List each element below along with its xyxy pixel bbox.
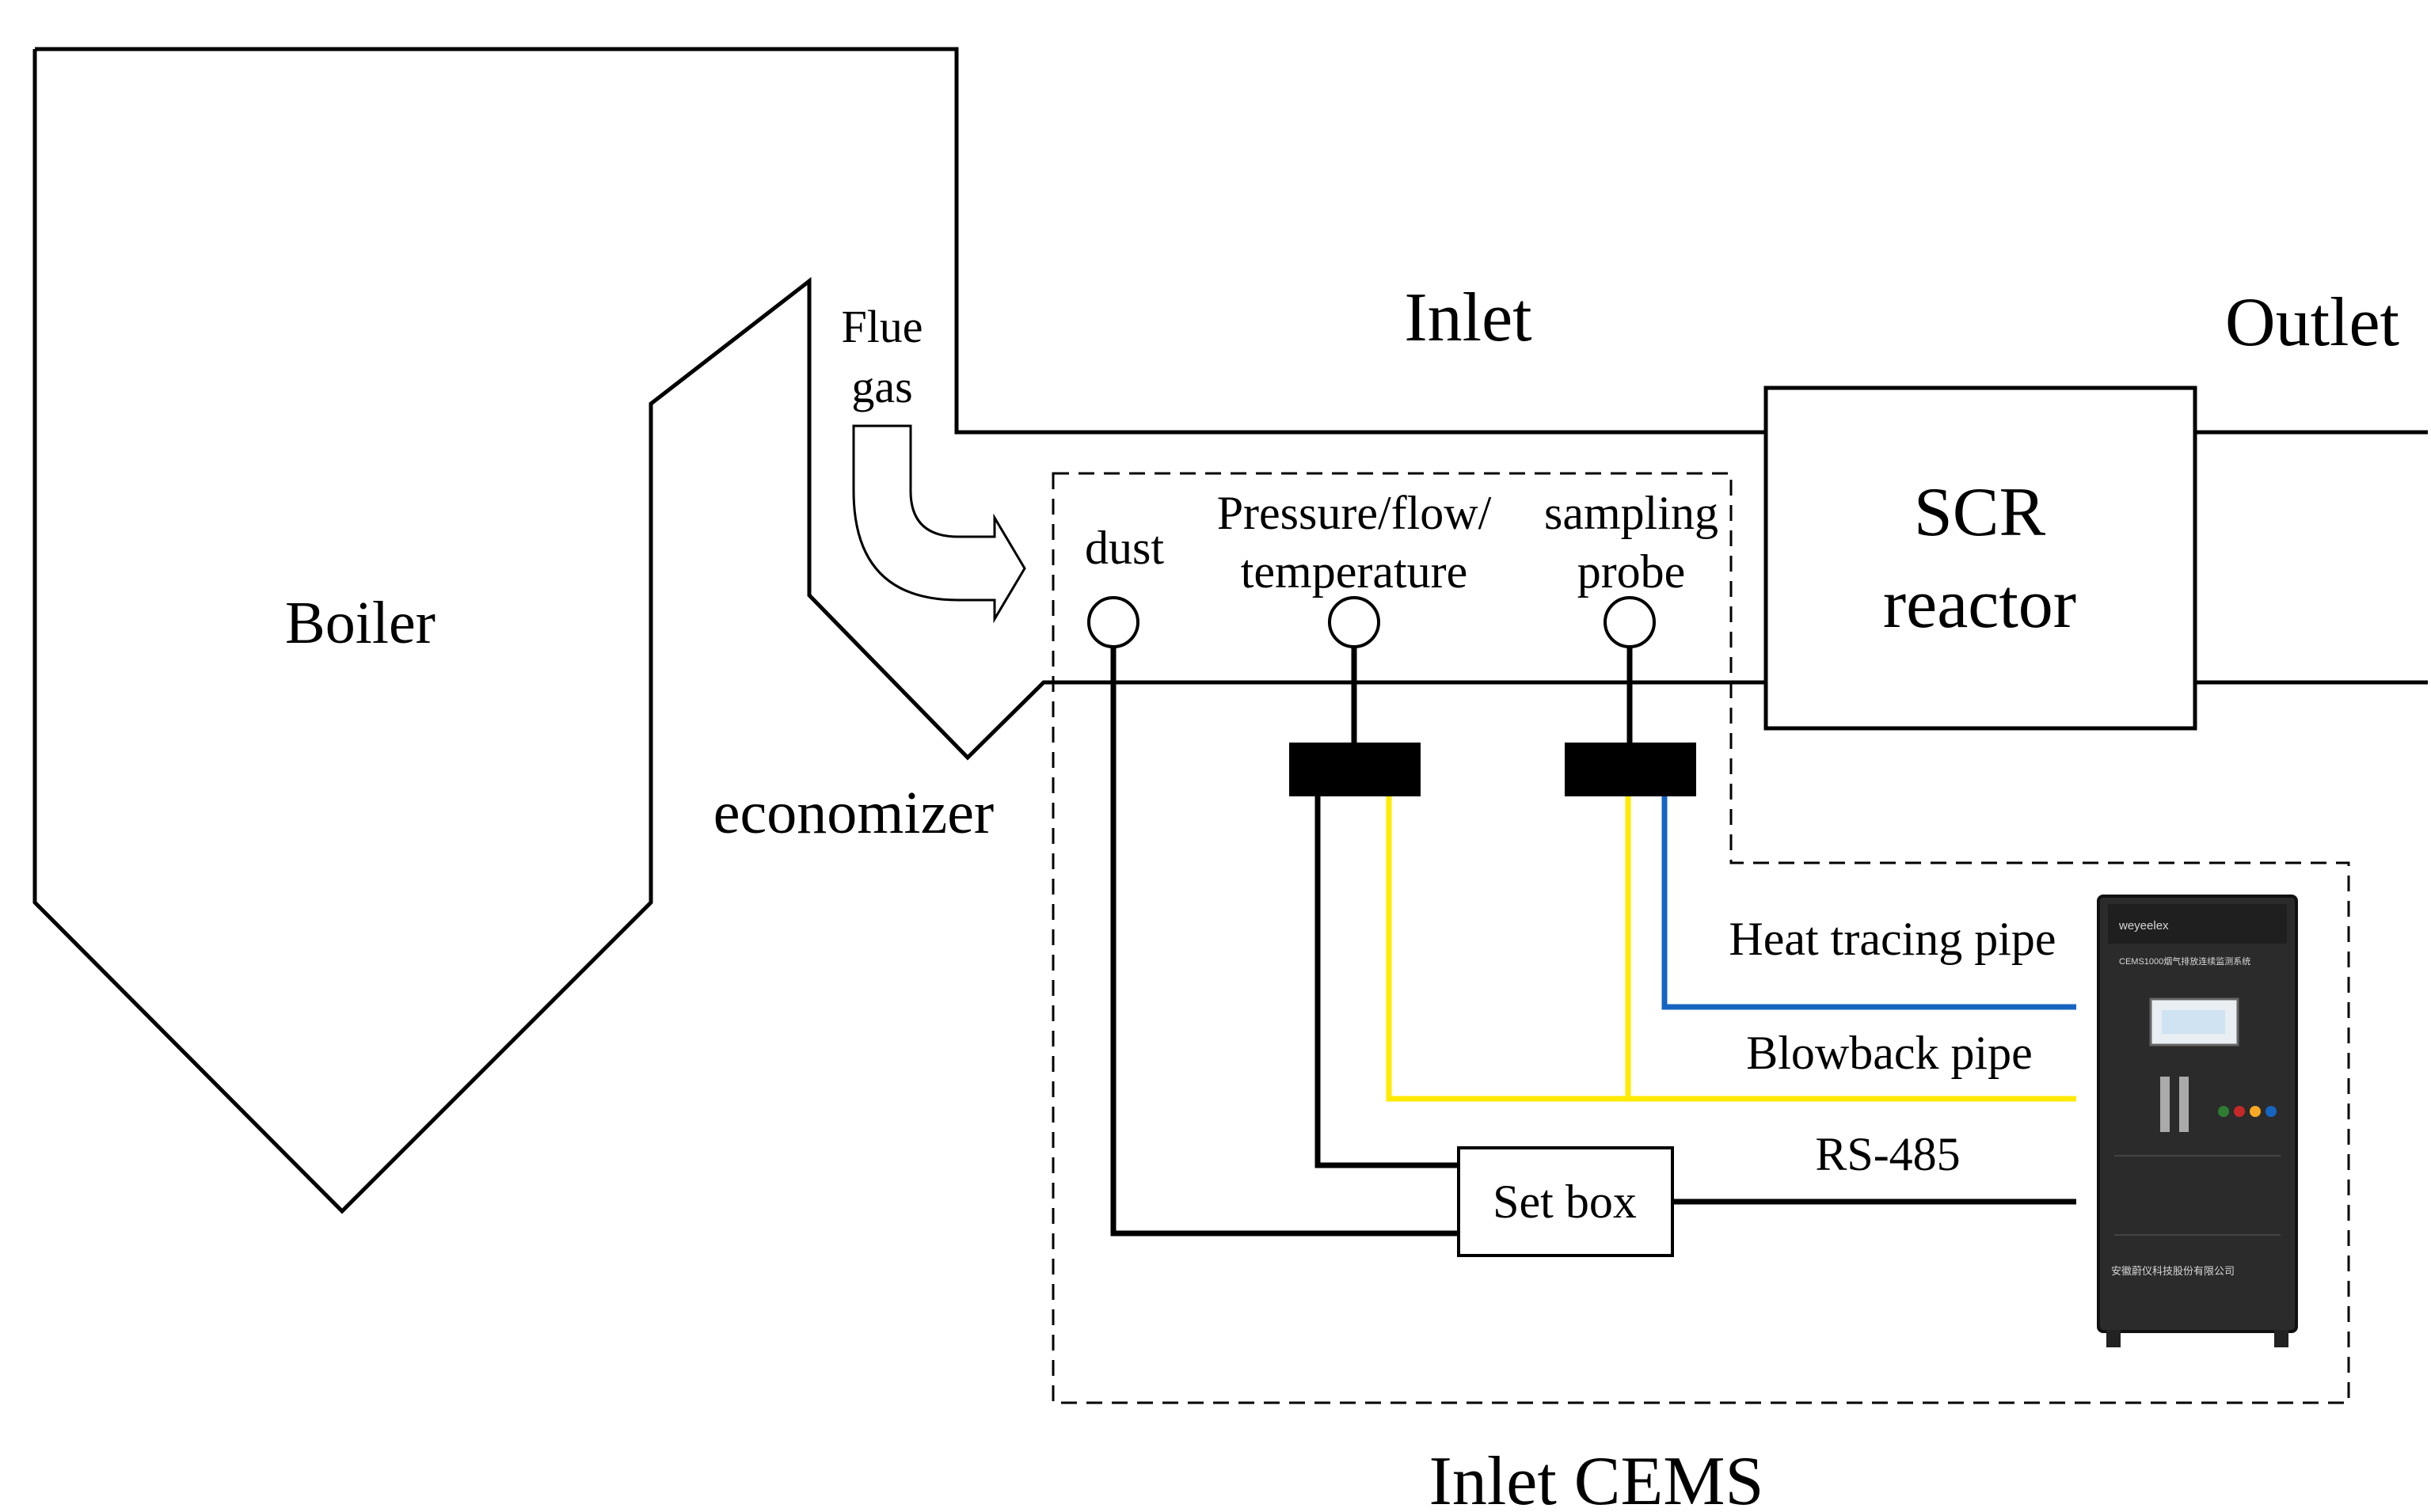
- cabinet-model: CEMS1000烟气排放连续监测系统: [2119, 955, 2250, 967]
- sampling-probe-icon: [1604, 596, 1656, 648]
- heat-tracing-label: Heat tracing pipe: [1729, 913, 2056, 965]
- blowback-label: Blowback pipe: [1746, 1027, 2033, 1079]
- dust-label: dust: [1085, 522, 1164, 574]
- sampling-label-line2: probe: [1577, 545, 1686, 598]
- scr-reactor-box: [1763, 386, 2197, 731]
- sampling-label-line1: sampling: [1544, 487, 1718, 539]
- flue-gas-arrow-icon: [852, 424, 1026, 624]
- cabinet-footer: 安徽蔚仪科技股份有限公司: [2111, 1265, 2235, 1277]
- flue-gas-label-line2: gas: [851, 361, 912, 412]
- pressure-label-line2: temperature: [1241, 545, 1468, 598]
- rs485-label: RS-485: [1815, 1128, 1960, 1180]
- set-box: [1457, 1146, 1674, 1257]
- scr-reactor-label-line1: SCR: [1914, 474, 2046, 551]
- dust-sensor-icon: [1087, 596, 1139, 648]
- sampling-probe-block: [1565, 743, 1696, 796]
- economizer-label: economizer: [713, 780, 994, 846]
- heat-tracing-pipe: [1661, 796, 2076, 1010]
- pressure-sensor-icon: [1328, 596, 1380, 648]
- boiler-outline: [32, 47, 1766, 1214]
- pressure-signal-cable: [1314, 796, 1459, 1168]
- pressure-label-line1: Pressure/flow/: [1217, 487, 1492, 539]
- dust-signal-cable: [1110, 647, 1459, 1237]
- blowback-pipe: [1386, 796, 2076, 1102]
- boiler-label: Boiler: [285, 590, 436, 656]
- inlet-cems-label: Inlet CEMS: [1429, 1443, 1764, 1512]
- outlet-label: Outlet: [2225, 284, 2399, 361]
- inlet-label: Inlet: [1404, 279, 1531, 356]
- scr-reactor-label-line2: reactor: [1883, 566, 2076, 643]
- pressure-transmitter-block: [1289, 743, 1421, 796]
- cabinet-brand: weyeelex: [2118, 919, 2169, 933]
- flue-gas-label-line1: Flue: [841, 301, 923, 352]
- inlet-cems-boundary: [1052, 472, 2350, 1404]
- cems-cabinet-icon: weyeelex CEMS1000烟气排放连续监测系统 安徽蔚仪科技股份有限公司: [2097, 895, 2298, 1347]
- set-box-label: Set box: [1493, 1176, 1637, 1228]
